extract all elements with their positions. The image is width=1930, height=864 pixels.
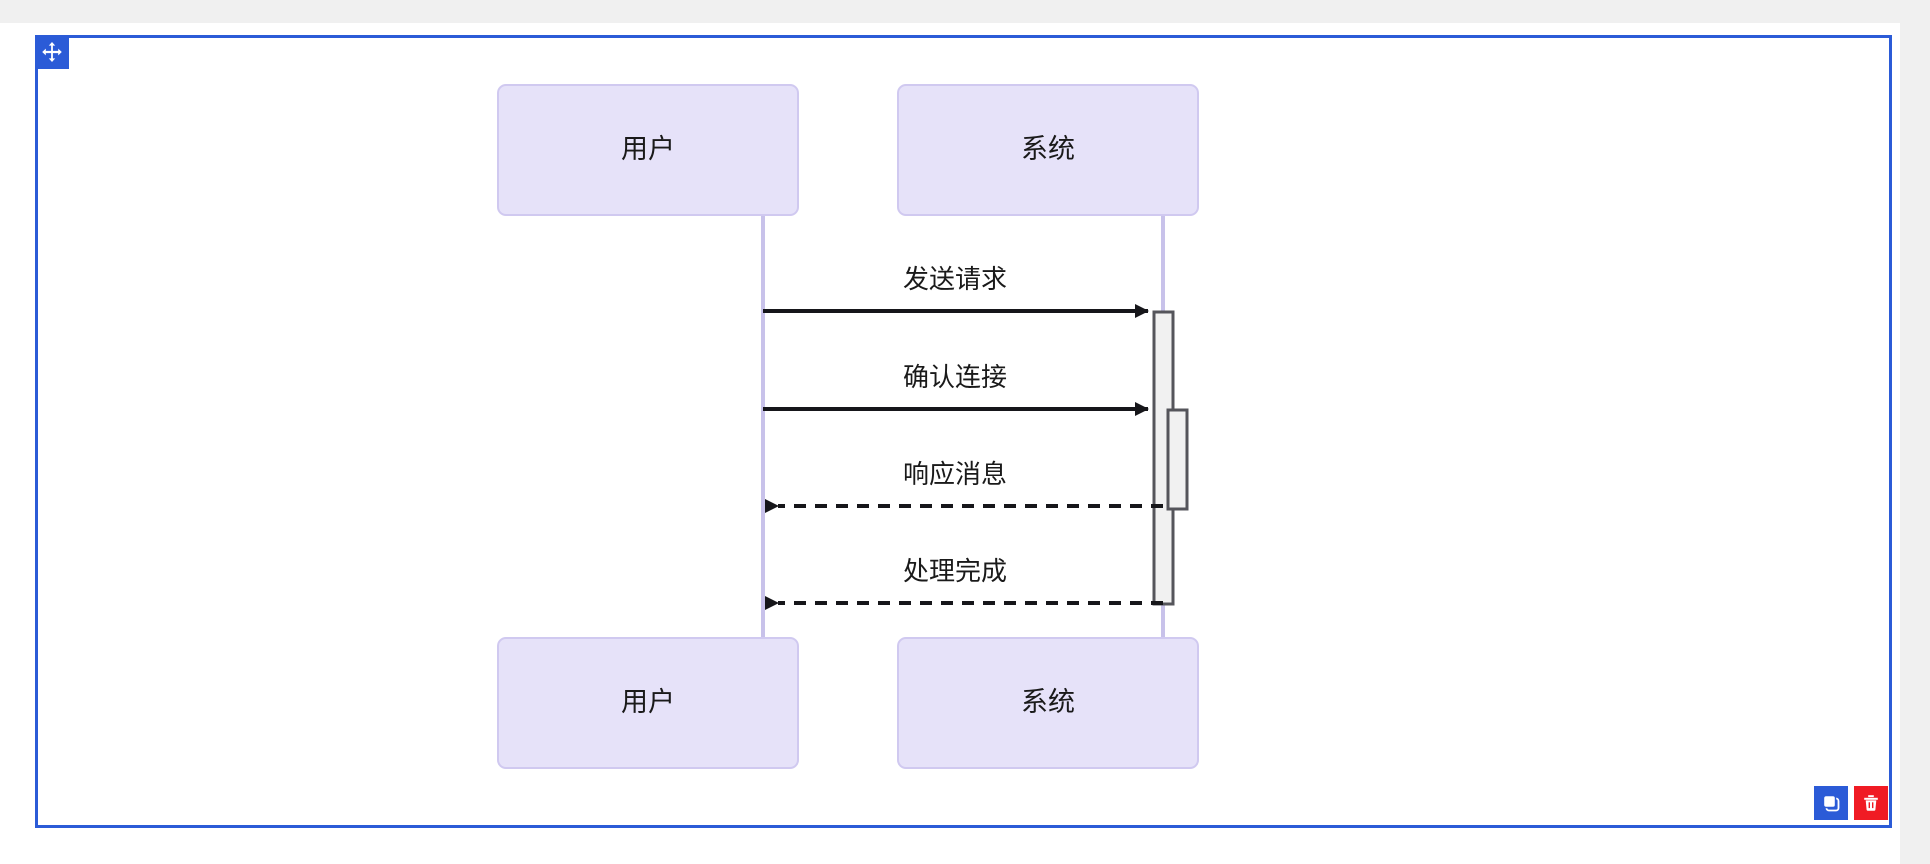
participant-box-system-top[interactable] (897, 84, 1199, 216)
block-action-toolbar[interactable] (1814, 786, 1888, 820)
message-label-2: 确认连接 (903, 362, 1007, 392)
participant-box-user-bottom[interactable] (497, 637, 799, 769)
participant-box-user-top[interactable] (497, 84, 799, 216)
delete-block-button[interactable] (1854, 786, 1888, 820)
participant-label-user-bottom: 用户 (621, 687, 675, 717)
trash-icon (1861, 793, 1881, 813)
message-label-4: 处理完成 (903, 556, 1007, 586)
sequence-diagram[interactable]: 用户 系统 发送请求 确认连接 响应消息 处理完成 用户 系统 (38, 38, 1889, 825)
activation-box-system-inner[interactable] (1166, 408, 1189, 511)
duplicate-block-button[interactable] (1814, 786, 1848, 820)
participant-box-system-bottom[interactable] (897, 637, 1199, 769)
move-arrows-icon (41, 41, 63, 63)
message-label-3: 响应消息 (903, 459, 1007, 489)
block-drag-handle[interactable] (35, 35, 69, 69)
copy-icon (1821, 793, 1841, 813)
participant-label-system-top: 系统 (1021, 134, 1075, 164)
participant-label-user-top: 用户 (621, 134, 675, 164)
participant-label-system-bottom: 系统 (1021, 687, 1075, 717)
message-label-1: 发送请求 (903, 264, 1007, 294)
